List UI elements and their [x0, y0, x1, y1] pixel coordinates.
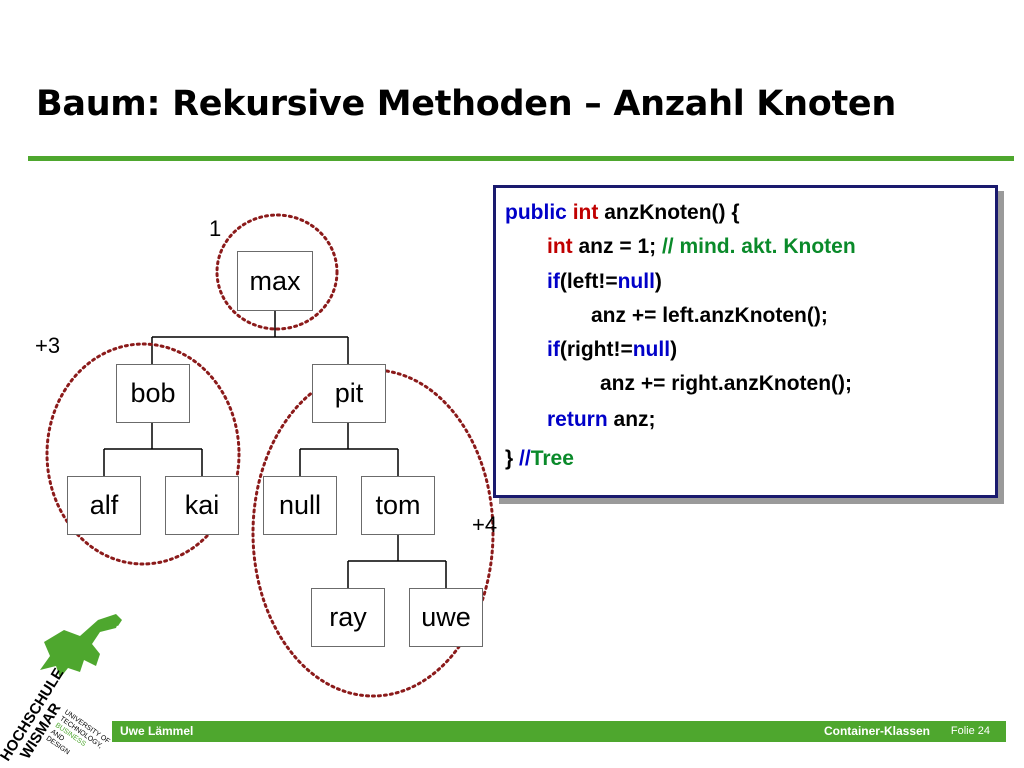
keyword-if: if — [547, 270, 560, 293]
code-line-3: if(left!=null) — [547, 271, 662, 292]
code-comment: // mind. akt. Knoten — [661, 235, 856, 258]
tree-node-alf: alf — [67, 476, 141, 535]
code-comment: Tree — [530, 447, 574, 470]
code-text: ) — [654, 270, 662, 293]
footer-page-number: Folie 24 — [950, 725, 990, 737]
keyword-null: null — [617, 270, 655, 293]
keyword-int: int — [547, 235, 573, 258]
code-panel: public int anzKnoten() { int anz = 1; //… — [493, 185, 998, 498]
code-text: anz += right.anzKnoten(); — [600, 372, 852, 395]
footer-topic: Container-Klassen — [823, 724, 930, 738]
footer-bar: Uwe Lämmel Container-Klassen Folie 24 — [112, 721, 1006, 742]
tree-node-max: max — [237, 251, 313, 311]
code-line-1: public int anzKnoten() { — [505, 202, 740, 223]
hochschule-wismar-logo: HOCHSCHULE WISMAR UNIVERSITY OF TECHNOLO… — [0, 614, 122, 764]
keyword-int: int — [572, 201, 599, 224]
code-line-5: if(right!=null) — [547, 339, 677, 360]
count-label-root: 1 — [209, 216, 222, 241]
code-line-7: return anz; — [547, 409, 656, 430]
tree-node-kai: kai — [165, 476, 239, 535]
code-text: (left!= — [559, 270, 618, 293]
count-label-left: +3 — [35, 333, 61, 358]
code-text: anz += left.anzKnoten(); — [591, 304, 828, 327]
code-comment-prefix: // — [519, 447, 531, 470]
code-line-2: int anz = 1; // mind. akt. Knoten — [547, 236, 856, 257]
tree-node-tom: tom — [361, 476, 435, 535]
tree-node-uwe: uwe — [409, 588, 483, 647]
keyword-public: public — [505, 201, 567, 224]
keyword-null: null — [632, 338, 671, 361]
code-text: } — [505, 447, 514, 470]
code-text: anz = 1; — [578, 235, 657, 258]
code-line-8: } //Tree — [505, 448, 574, 469]
code-text: anzKnoten() { — [604, 201, 740, 224]
tree-node-bob: bob — [116, 364, 190, 423]
tree-node-ray: ray — [311, 588, 385, 647]
code-text: ) — [670, 338, 678, 361]
tree-node-pit: pit — [312, 364, 386, 423]
slide-title: Baum: Rekursive Methoden – Anzahl Knoten — [36, 84, 896, 124]
keyword-if: if — [547, 338, 560, 361]
keyword-return: return — [547, 408, 608, 431]
code-text: (right!= — [559, 338, 633, 361]
code-text: anz; — [613, 408, 656, 431]
title-rule — [28, 156, 1014, 161]
tree-node-null: null — [263, 476, 337, 535]
code-line-4: anz += left.anzKnoten(); — [591, 305, 828, 326]
footer-author: Uwe Lämmel — [120, 724, 194, 738]
count-label-right: +4 — [472, 512, 498, 537]
code-line-6: anz += right.anzKnoten(); — [600, 373, 852, 394]
